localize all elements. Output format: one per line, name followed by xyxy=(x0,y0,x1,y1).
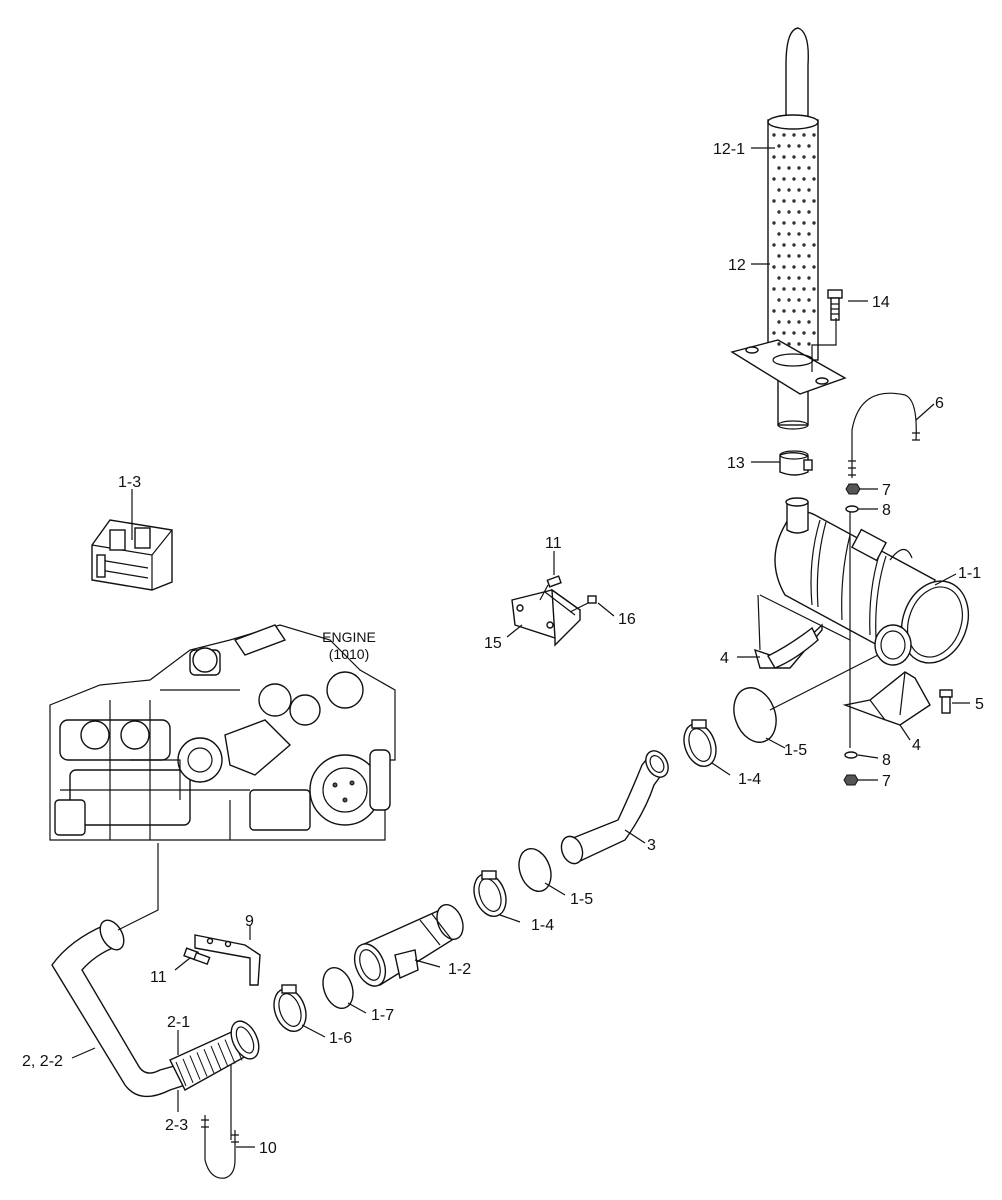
part-1-3 xyxy=(91,519,173,591)
callout-1-3: 1-3 xyxy=(118,474,141,491)
callout-10: 10 xyxy=(259,1140,277,1157)
callout-12: 12 xyxy=(728,257,746,274)
callout-16: 16 xyxy=(618,611,636,628)
callout-1-4-right: 1-4 xyxy=(738,771,761,788)
callout-7-bottom: 7 xyxy=(882,773,891,790)
pipe-2-2-2 xyxy=(51,919,186,1098)
bolt-5 xyxy=(939,689,953,714)
callout-1-5-right: 1-5 xyxy=(784,742,807,759)
bracket-9 xyxy=(194,934,261,986)
callout-1-1: 1-1 xyxy=(958,565,981,582)
nut-7-top xyxy=(845,483,861,495)
callout-11-left: 11 xyxy=(150,969,167,986)
callout-4-right: 4 xyxy=(912,737,921,754)
engine-label: ENGINE xyxy=(322,629,376,645)
callout-4-left: 4 xyxy=(720,650,729,667)
callout-11-top: 11 xyxy=(545,535,562,552)
gasket-1-5-mid xyxy=(518,847,552,893)
callout-2-1: 2-1 xyxy=(167,1014,190,1031)
callout-15: 15 xyxy=(484,635,502,652)
u-bolt-10 xyxy=(201,1115,239,1179)
clamp-13 xyxy=(779,450,813,476)
washer-8-bottom xyxy=(844,751,858,759)
bolt-11-left xyxy=(183,947,211,966)
part-1-2 xyxy=(353,904,464,987)
engine-illustration xyxy=(49,624,396,841)
pipe-3 xyxy=(560,750,669,865)
callout-1-5-mid: 1-5 xyxy=(570,891,593,908)
bracket-plate-15 xyxy=(511,588,582,647)
callout-7-top: 7 xyxy=(882,482,891,499)
callout-3: 3 xyxy=(647,837,656,854)
callout-1-7: 1-7 xyxy=(371,1007,394,1024)
callout-1-4-mid: 1-4 xyxy=(531,917,554,934)
bracket-4-left xyxy=(753,594,851,669)
callout-9: 9 xyxy=(245,913,254,930)
flex-pipe-2-1 xyxy=(169,1020,260,1091)
gasket-1-7 xyxy=(322,966,354,1010)
washer-8-top xyxy=(845,505,859,513)
bolt-14 xyxy=(827,289,843,321)
bolt-11-top xyxy=(539,575,562,601)
bracket-4-right xyxy=(842,671,931,726)
callout-2-2-2: 2, 2-2 xyxy=(22,1053,63,1070)
clamp-1-4-mid xyxy=(473,870,507,918)
callout-13: 13 xyxy=(727,455,745,472)
stack-perforations xyxy=(772,133,816,346)
engine-code: (1010) xyxy=(329,646,369,662)
callout-1-2: 1-2 xyxy=(448,961,471,978)
flex-pipe-bellows xyxy=(175,1036,243,1087)
clamp-1-4-right xyxy=(683,719,717,768)
tail-pipe-stack xyxy=(730,27,847,430)
leader-lines xyxy=(71,147,970,1148)
clamp-1-6 xyxy=(273,984,307,1033)
gasket-1-5-right xyxy=(733,687,777,743)
callout-8-top: 8 xyxy=(882,502,891,519)
callout-14: 14 xyxy=(872,294,890,311)
callout-5: 5 xyxy=(975,696,984,713)
u-bolt-6 xyxy=(848,392,920,478)
callout-2-3: 2-3 xyxy=(165,1117,188,1134)
bolt-16 xyxy=(569,595,597,613)
callout-1-6: 1-6 xyxy=(329,1030,352,1047)
callout-12-1: 12-1 xyxy=(713,141,745,158)
callout-6: 6 xyxy=(935,395,944,412)
callout-8-bottom: 8 xyxy=(882,752,891,769)
muffler-1-1 xyxy=(774,497,970,666)
nut-7-bottom xyxy=(843,774,859,786)
